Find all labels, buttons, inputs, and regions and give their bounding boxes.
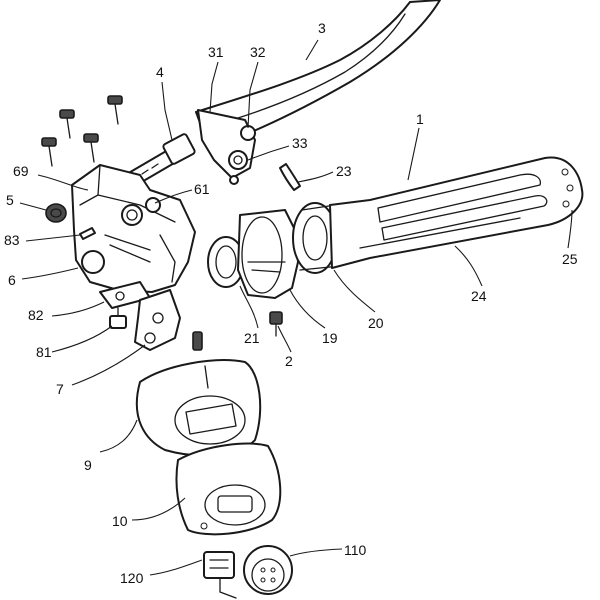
ref-25: 25 (562, 251, 578, 267)
reference-labels: 3 31 32 33 4 69 61 5 83 6 82 81 7 23 1 2… (4, 20, 578, 586)
screw-mid-right (83, 133, 99, 163)
ref-83: 83 (4, 232, 20, 248)
nut-5 (45, 203, 67, 223)
ref-23: 23 (336, 163, 352, 179)
grip-body (329, 156, 584, 269)
brake-lever (195, 0, 441, 151)
shell-10 (175, 442, 282, 536)
ref-1: 1 (416, 111, 424, 127)
pin-83 (79, 227, 96, 240)
small-screw-center (192, 331, 203, 351)
ref-10: 10 (112, 513, 128, 529)
ref-5: 5 (6, 192, 14, 208)
lever-pivot-block (197, 109, 256, 185)
leader-lines (19, 39, 573, 576)
ref-33: 33 (292, 135, 308, 151)
ref-69: 69 (13, 163, 29, 179)
housing-19 (237, 209, 299, 299)
ref-20: 20 (368, 315, 384, 331)
connector-120 (203, 551, 237, 599)
ref-2: 2 (285, 353, 293, 369)
ref-82: 82 (28, 307, 44, 323)
ref-6: 6 (8, 272, 16, 288)
lower-housing-9 (135, 359, 262, 457)
ref-32: 32 (250, 44, 266, 60)
screw-mid-left (41, 137, 57, 167)
ref-120: 120 (120, 570, 144, 586)
ref-81: 81 (36, 344, 52, 360)
ref-9: 9 (84, 457, 92, 473)
grub-screw-2 (269, 311, 283, 337)
ref-31: 31 (208, 44, 224, 60)
ref-61: 61 (194, 181, 210, 197)
switch-housing (71, 164, 196, 293)
clamp-7 (134, 289, 181, 351)
ref-21: 21 (244, 330, 260, 346)
clip-23 (279, 163, 301, 191)
ref-3: 3 (318, 20, 326, 36)
screw-top-left (59, 109, 75, 139)
ref-19: 19 (322, 330, 338, 346)
ref-7: 7 (56, 381, 64, 397)
ref-110: 110 (344, 542, 367, 558)
ref-4: 4 (156, 64, 164, 80)
ref-24: 24 (471, 288, 487, 304)
button-module-110 (243, 545, 293, 595)
bolt-81 (109, 307, 127, 329)
screw-top-right (107, 95, 123, 125)
